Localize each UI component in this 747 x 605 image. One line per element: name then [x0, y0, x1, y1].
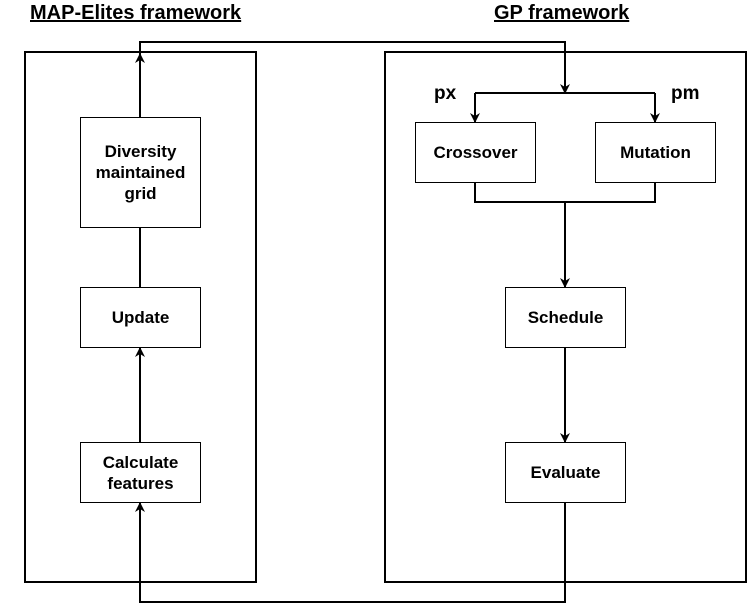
grid-to-gp-connector [139, 41, 566, 117]
update-box: Update [80, 287, 201, 348]
schedule-box: Schedule [505, 287, 626, 348]
crossover-box: Crossover [415, 122, 536, 183]
diversity-grid-box: Diversity maintained grid [80, 117, 201, 228]
mutation-probability-label: pm [671, 83, 700, 104]
evaluate-box: Evaluate [505, 442, 626, 503]
mutation-box: Mutation [595, 122, 716, 183]
merge-bar [474, 182, 656, 203]
crossover-probability-label: px [434, 83, 457, 104]
gp-framework-title: GP framework [494, 2, 630, 24]
evaluate-to-features-connector [135, 502, 566, 603]
calculate-features-box: Calculate features [80, 442, 201, 503]
map-elites-framework-title: MAP-Elites framework [30, 2, 242, 24]
